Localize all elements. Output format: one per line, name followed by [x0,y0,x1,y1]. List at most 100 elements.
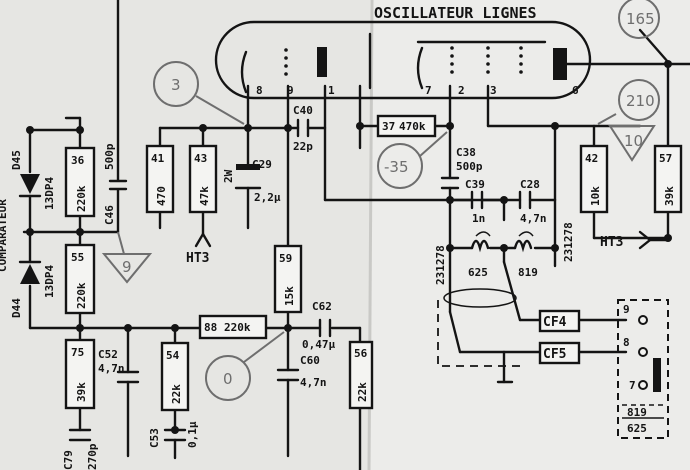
svg-text:C79: C79 [62,450,75,470]
svg-text:HT3: HT3 [600,235,623,250]
waveform-triangle-9: 9 [101,231,153,284]
svg-text:43: 43 [194,152,207,165]
svg-text:500p: 500p [456,160,483,173]
connector-cf5: CF5 [538,341,581,365]
svg-text:54: 54 [166,349,180,362]
svg-text:C40: C40 [293,104,313,117]
svg-text:4,7n: 4,7n [300,376,327,389]
svg-text:CF5: CF5 [543,347,566,362]
svg-text:C29: C29 [252,158,272,171]
svg-text:47k: 47k [198,186,211,206]
ht3-right: HT3 [600,230,670,250]
svg-text:C28: C28 [520,178,540,191]
svg-text:2W: 2W [222,169,235,183]
svg-text:C39: C39 [465,178,485,191]
title: OSCILLATEUR LIGNES [374,4,537,22]
coil-625: 625 [468,231,491,279]
pin-9: 9 [287,84,294,97]
resistor-75: 75 39k [64,338,96,410]
junction-dots [26,60,672,434]
svg-text:C38: C38 [456,146,476,159]
ref-231278-b: 231278 [562,222,575,262]
voltage-circle-210: 210 [597,79,660,125]
svg-text:210: 210 [626,92,655,110]
svg-text:220k: 220k [224,321,251,334]
ref-231278-a: 231278 [434,245,447,285]
pin-2: 2 [458,84,465,97]
standard-switch: 9 8 7 819 625 [617,299,669,439]
resistor-54: 54 22k [160,341,190,412]
svg-text:3: 3 [171,76,181,94]
svg-text:41: 41 [151,152,165,165]
capacitor-c60: C60 4,7n [276,354,327,389]
pin-3: 3 [490,84,497,97]
svg-text:470: 470 [155,186,168,206]
svg-text:22k: 22k [170,384,183,404]
svg-text:CF4: CF4 [543,315,567,330]
voltage-circle-3: 3 [153,61,245,125]
svg-text:13DP4: 13DP4 [43,265,56,298]
capacitor-c52: C52 4,7n [98,348,140,384]
svg-text:42: 42 [585,152,598,165]
svg-text:1n: 1n [472,212,485,225]
pin-7: 7 [425,84,432,97]
mechanical-link [437,300,522,367]
svg-text:2,2μ: 2,2μ [254,191,281,204]
svg-text:220k: 220k [75,282,88,309]
voltage-circle-165: 165 [618,0,660,39]
resistor-57: 57 39k [653,144,683,214]
svg-text:9: 9 [122,258,132,276]
resistor-41: 41 470 [145,144,175,214]
svg-text:7: 7 [629,379,636,392]
waveform-triangle-10: 10 [608,125,656,162]
svg-text:55: 55 [71,251,84,264]
pin-6: 6 [572,84,579,97]
svg-text:0: 0 [223,370,233,388]
pin-1: 1 [328,84,335,97]
resistor-88: 88 220k [198,314,268,340]
svg-text:0,1μ: 0,1μ [186,421,199,448]
svg-text:88: 88 [204,321,217,334]
svg-text:57: 57 [659,152,672,165]
svg-text:470k: 470k [399,120,426,133]
svg-text:22k: 22k [356,382,369,402]
svg-text:8: 8 [623,336,630,349]
diode-d45: 13DP4 [18,174,56,210]
capacitor-c62: C62 0,47μ [302,300,335,351]
d45-label: D45 [10,150,23,170]
svg-text:220k: 220k [75,185,88,212]
svg-text:75: 75 [71,346,84,359]
svg-text:C60: C60 [300,354,320,367]
connector-cf4: CF4 [538,309,581,333]
tube-envelope [214,20,592,100]
resistor-37: 37 470k [376,114,437,138]
diode-d44: 13DP4 [18,260,56,298]
resistor-59: 59 15k [273,244,303,314]
resistor-56: 56 22k [348,340,374,410]
resistor-36: 36 220k [64,146,96,218]
svg-text:56: 56 [354,347,368,360]
svg-text:39k: 39k [75,382,88,402]
svg-text:39k: 39k [663,186,676,206]
capacitor-c46: C46 500p [103,143,128,225]
resistor-42: 42 10k [579,144,609,214]
svg-text:625: 625 [627,422,647,435]
svg-text:4,7n: 4,7n [520,212,547,225]
svg-text:4,7n: 4,7n [98,362,125,375]
capacitor-c40: C40 22p [293,104,313,153]
svg-text:15k: 15k [283,286,296,306]
pin-8: 8 [256,84,263,97]
capacitor-c53: C53 0,1μ [148,421,199,448]
comparateur-label: COMPARATEUR [0,199,9,272]
svg-text:C53: C53 [148,428,161,448]
voltage-circle-minus-35: -35 [377,131,448,189]
capacitor-c38: C38 500p [440,146,483,190]
svg-text:-35: -35 [384,158,409,176]
capacitor-c29: C29 2W 2,2μ [222,158,281,204]
resistor-55: 55 220k [64,243,96,315]
svg-text:625: 625 [468,266,488,279]
svg-text:270p: 270p [86,443,99,470]
svg-text:37: 37 [382,120,395,133]
ht3-left: HT3 [186,231,212,266]
